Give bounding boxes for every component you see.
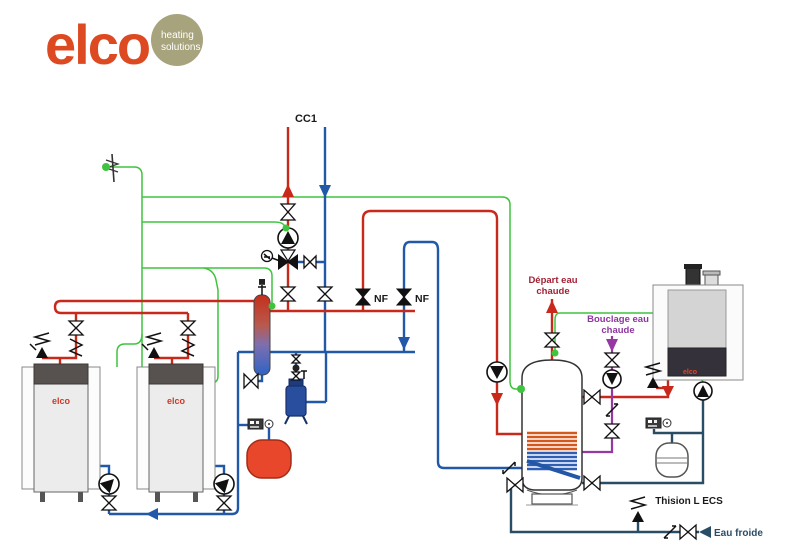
- flow-arrow-icon: [546, 300, 558, 313]
- filling-unit-icon: [645, 417, 672, 429]
- flue-pipe-icon: [685, 266, 701, 286]
- depart-label-line2: chaude: [536, 286, 569, 297]
- filling-unit-icon: [247, 418, 274, 430]
- spring-check-icon: [180, 338, 196, 357]
- valve-icon: [100, 495, 118, 511]
- sensor-dot: [268, 302, 276, 310]
- wall-boiler-thision: elco: [652, 264, 744, 381]
- pump-icon: [693, 381, 713, 401]
- bouclage-label-line2: chaude: [601, 325, 634, 336]
- nf-right-label: NF: [415, 293, 430, 305]
- eau-froide-label: Eau froide: [714, 528, 763, 539]
- hydraulic-separator: [253, 279, 271, 376]
- valve-icon: [316, 286, 334, 302]
- check-valves: [502, 403, 677, 539]
- valve-icon: [583, 474, 601, 492]
- check-valve-icon: [605, 403, 619, 417]
- air-vent-icon: [258, 279, 266, 295]
- safety-valve-icon: [29, 332, 52, 358]
- nf-valve-icon: [395, 288, 413, 306]
- pump-icon: [213, 473, 235, 495]
- valve-icon: [506, 476, 524, 494]
- safety-valve-icon: [141, 332, 164, 358]
- safety-valves: [29, 332, 663, 522]
- flow-arrow-icon: [398, 337, 410, 350]
- sensor-dot: [282, 224, 290, 232]
- flow-arrow-icon: [699, 526, 711, 538]
- tank-coil: [526, 431, 581, 480]
- flow-arrow-icon: [662, 386, 674, 398]
- dhw-storage-tank: [521, 359, 583, 506]
- pump-icon: [277, 227, 299, 249]
- valve-icon: [543, 332, 561, 348]
- logo-brand-text: elco: [45, 13, 150, 76]
- valve-icon: [279, 203, 297, 221]
- flow-arrow-icon: [319, 185, 331, 198]
- valve-icon: [303, 254, 317, 270]
- logo-circle: [151, 14, 203, 66]
- shutoff-valves: [67, 203, 697, 541]
- nf-left-label: NF: [374, 293, 389, 305]
- sensor-dot: [551, 349, 559, 357]
- expansion-vessel-red: [246, 439, 292, 479]
- valve-icon: [67, 320, 85, 336]
- valve-icon: [603, 352, 621, 368]
- mixing-valve-icon: [260, 249, 298, 270]
- pump-icon: [486, 361, 508, 383]
- boiler-brand-label: elco: [167, 396, 186, 406]
- flow-arrows: [146, 184, 711, 538]
- nf-valves: [354, 288, 413, 306]
- sludge-separator-icon: [284, 354, 308, 425]
- nf-valve-icon: [354, 288, 372, 306]
- depart-label-line1: Départ eau: [528, 275, 577, 286]
- bouclage-label-line1: Bouclage eau: [587, 314, 649, 325]
- floor-boiler-2: elco: [136, 363, 216, 502]
- check-valve-icon: [502, 461, 516, 475]
- elco-logo: elco heating solutions: [45, 13, 203, 76]
- check-valve-icon: [663, 525, 677, 539]
- valve-icon: [243, 372, 259, 390]
- floor-boiler-1: elco: [21, 363, 101, 502]
- sensor-dots: [102, 163, 559, 393]
- flow-arrow-icon: [606, 339, 618, 352]
- valve-icon: [179, 320, 197, 336]
- pumps: [98, 227, 713, 495]
- boiler-brand-label: elco: [52, 396, 71, 406]
- valve-icon: [679, 523, 697, 541]
- sensor-dot: [102, 163, 110, 171]
- valve-icon: [215, 495, 233, 511]
- safety-valve-icon: [628, 496, 648, 522]
- spring-check-icon: [68, 338, 84, 357]
- safety-valve-icon: [643, 362, 663, 388]
- expansion-vessel-white: [655, 442, 689, 478]
- flow-arrow-icon: [146, 508, 158, 520]
- spring-check-valves: [68, 338, 196, 357]
- flue-pipe-icon: [704, 273, 719, 286]
- outdoor-sensor-icon: [104, 153, 120, 183]
- valve-icon: [583, 388, 601, 406]
- control-wiring: [110, 166, 704, 430]
- valve-icon: [279, 286, 297, 302]
- cc1-label: CC1: [295, 113, 317, 125]
- thision-label: Thision L ECS: [655, 496, 723, 507]
- wall-boiler-brand-label: elco: [683, 369, 697, 376]
- pump-icon: [98, 473, 120, 495]
- flow-arrow-icon: [491, 393, 503, 406]
- logo-tagline-line1: heating: [161, 30, 194, 41]
- flow-arrow-icon: [282, 184, 294, 197]
- sensor-dot: [517, 385, 525, 393]
- valve-icon: [603, 423, 621, 439]
- pump-icon: [602, 369, 622, 389]
- logo-tagline-line2: solutions: [161, 42, 200, 53]
